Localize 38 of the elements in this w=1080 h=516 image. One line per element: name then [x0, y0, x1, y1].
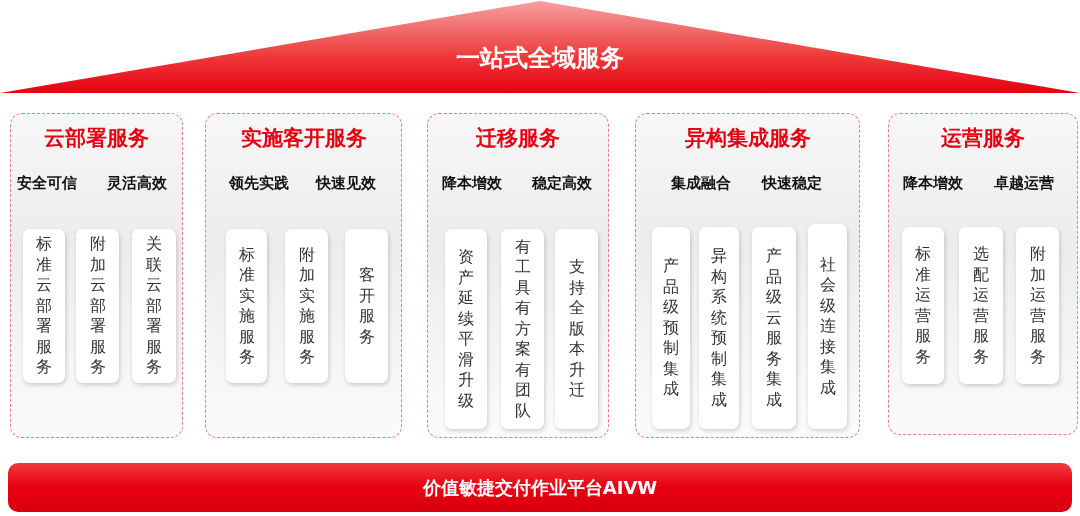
- service-card: 附加云部署服务: [76, 229, 119, 383]
- feature-label: 灵活高效: [107, 174, 167, 193]
- service-card: 资产延续平滑升级: [445, 229, 487, 429]
- service-card: 社会级连接集成: [808, 224, 847, 429]
- panel-heading: 异构集成服务: [684, 126, 811, 150]
- panel-heading: 迁移服务: [476, 126, 560, 150]
- service-card: 附加运营服务: [1016, 227, 1059, 384]
- service-card: 产品级预制集成: [652, 227, 690, 429]
- service-panel: [10, 113, 183, 438]
- panel-heading: 实施客开服务: [240, 126, 367, 150]
- feature-label: 卓越运营: [994, 174, 1054, 193]
- service-card: 客开服务: [345, 229, 388, 383]
- service-panel: [205, 113, 402, 438]
- panel-heading: 运营服务: [941, 126, 1025, 150]
- feature-label: 降本增效: [903, 174, 963, 193]
- service-panel: [635, 113, 860, 438]
- feature-label: 降本增效: [442, 174, 502, 193]
- feature-label: 领先实践: [229, 174, 289, 193]
- service-card: 关联云部署服务: [132, 229, 176, 383]
- service-card: 支持全版本升迁: [555, 229, 598, 429]
- service-card: 附加实施服务: [285, 229, 328, 383]
- panel-heading: 云部署服务: [44, 126, 149, 150]
- service-panel: [888, 113, 1078, 435]
- service-card: 选配运营服务: [959, 227, 1003, 384]
- feature-label: 快速稳定: [762, 174, 822, 193]
- feature-label: 稳定高效: [532, 174, 592, 193]
- service-card: 标准运营服务: [902, 227, 944, 384]
- service-panel: [427, 113, 609, 438]
- service-card: 产品级云服务集成: [752, 227, 796, 429]
- platform-bar: 价值敏捷交付作业平台AIVW: [8, 463, 1072, 512]
- service-card: 标准云部署服务: [23, 229, 65, 383]
- service-card: 标准实施服务: [226, 229, 267, 383]
- service-card: 有工具有方案有团队: [501, 229, 544, 429]
- service-card: 异构系统预制集成: [699, 227, 739, 429]
- feature-label: 快速见效: [316, 174, 376, 193]
- banner-title: 一站式全域服务: [455, 43, 625, 74]
- feature-label: 安全可信: [17, 174, 77, 193]
- feature-label: 集成融合: [671, 174, 731, 193]
